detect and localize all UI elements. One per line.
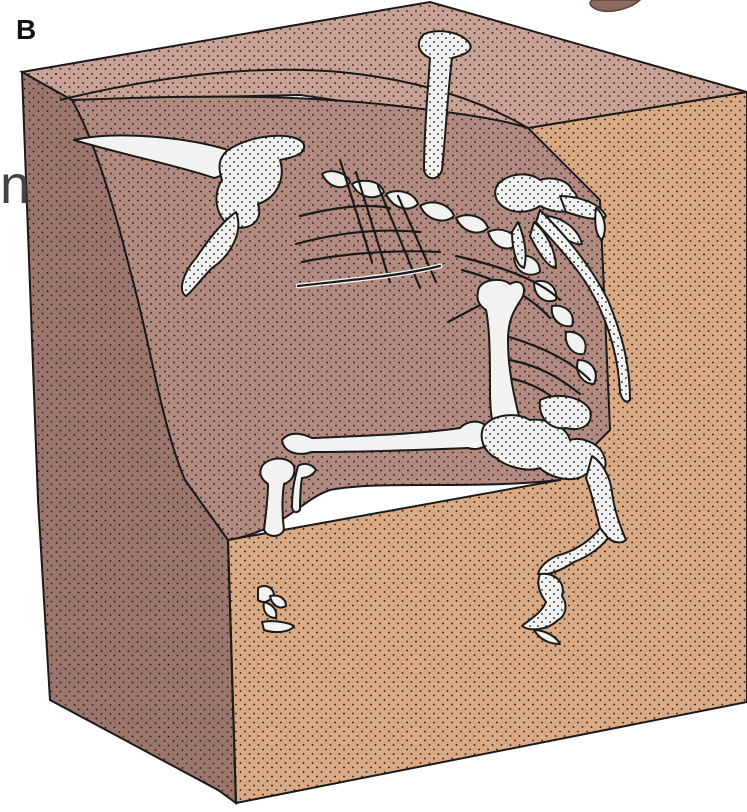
fossil-fragment-corner	[590, 0, 640, 11]
panel-label: B	[16, 14, 36, 46]
clipped-edge-text: n	[0, 158, 30, 212]
